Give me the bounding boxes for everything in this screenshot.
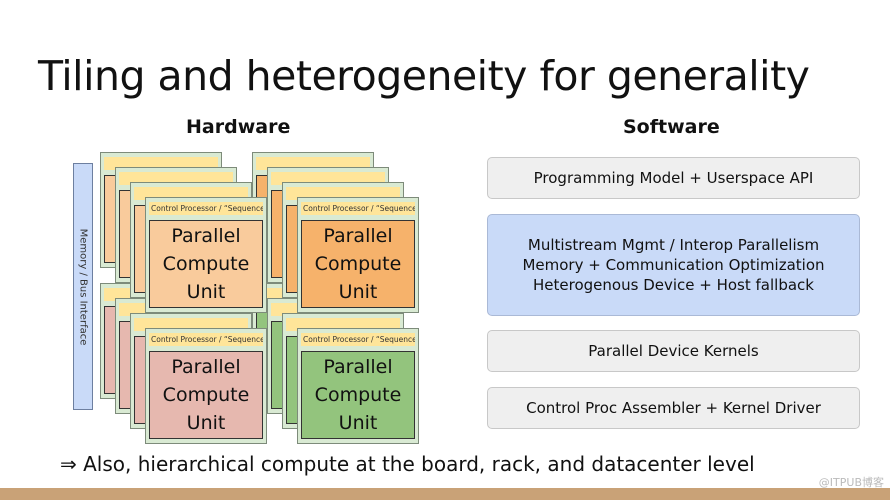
control-processor [119, 172, 233, 185]
control-processor [256, 157, 370, 170]
layer-text: Parallel Device Kernels [588, 342, 759, 360]
software-heading: Software [623, 116, 720, 138]
layer-text: Heterogenous Device + Host fallback [533, 276, 814, 294]
control-processor [104, 157, 218, 170]
watermark: @ITPUB博客 [818, 476, 884, 489]
compute-tile-bottom-left: Control Processor / “Sequencer” Parallel … [145, 328, 267, 444]
compute-unit-label: Parallel Compute Unit [314, 225, 402, 303]
control-processor: Control Processor / “Sequencer” [149, 333, 263, 346]
control-processor: Control Processor / “Sequencer” [301, 333, 415, 346]
footnote: ⇒ Also, hierarchical compute at the boar… [60, 452, 755, 476]
control-processor [134, 187, 248, 200]
compute-unit-label: Parallel Compute Unit [162, 356, 250, 434]
parallel-compute-unit: Parallel Compute Unit [149, 351, 263, 439]
bottom-accent-bar [0, 488, 890, 500]
compute-tile-bottom-right: Control Processor / “Sequencer” Parallel … [297, 328, 419, 444]
control-processor [286, 187, 400, 200]
compute-unit-label: Parallel Compute Unit [162, 225, 250, 303]
control-processor [286, 318, 400, 331]
software-layer-driver: Control Proc Assembler + Kernel Driver [487, 387, 860, 429]
software-layer-runtime: Multistream Mgmt / Interop Parallelism M… [487, 214, 860, 316]
memory-bus-label: Memory / Bus Interface [77, 228, 89, 345]
layer-text: Programming Model + Userspace API [533, 169, 814, 187]
control-processor: Control Processor / “Sequencer” [149, 202, 263, 215]
memory-bus-interface: Memory / Bus Interface [73, 163, 93, 410]
control-processor [271, 172, 385, 185]
parallel-compute-unit: Parallel Compute Unit [301, 351, 415, 439]
layer-text: Control Proc Assembler + Kernel Driver [526, 399, 821, 417]
parallel-compute-unit: Parallel Compute Unit [301, 220, 415, 308]
compute-tile-top-right: Control Processor / “Sequencer” Parallel … [297, 197, 419, 313]
software-layer-api: Programming Model + Userspace API [487, 157, 860, 199]
slide-title: Tiling and heterogeneity for generality [38, 52, 810, 100]
hardware-heading: Hardware [186, 116, 291, 138]
software-layer-kernels: Parallel Device Kernels [487, 330, 860, 372]
parallel-compute-unit: Parallel Compute Unit [149, 220, 263, 308]
control-processor [134, 318, 248, 331]
compute-tile-top-left: Control Processor / “Sequencer” Parallel … [145, 197, 267, 313]
layer-text: Multistream Mgmt / Interop Parallelism [527, 236, 820, 254]
control-processor: Control Processor / “Sequencer” [301, 202, 415, 215]
layer-text: Memory + Communication Optimization [522, 256, 825, 274]
compute-unit-label: Parallel Compute Unit [314, 356, 402, 434]
